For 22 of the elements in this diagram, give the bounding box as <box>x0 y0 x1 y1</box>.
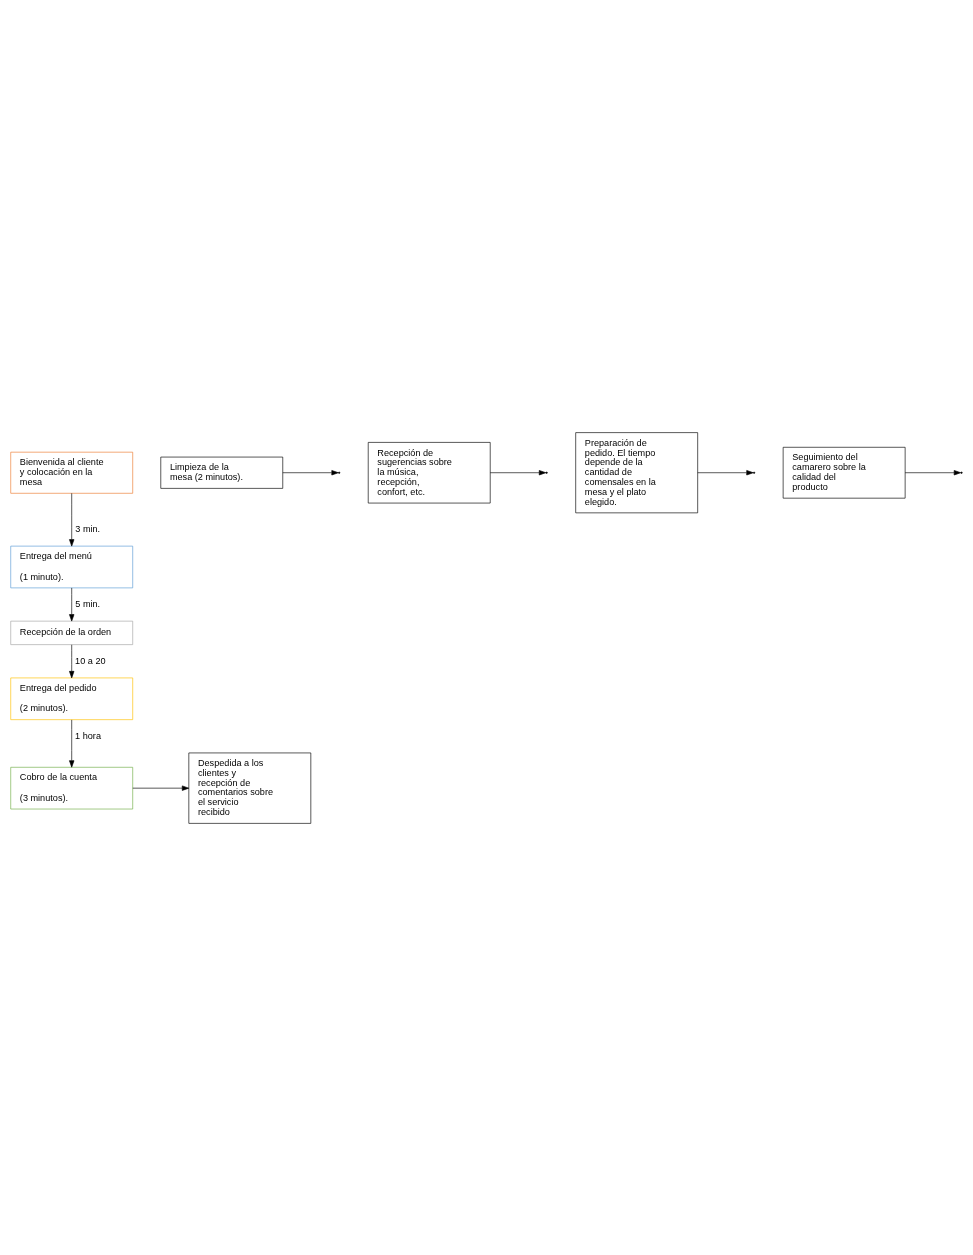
arrow <box>489 469 547 475</box>
node-box: Entrega del menú (1 minuto). <box>10 545 134 588</box>
node-box: Limpieza de la mesa (2 minutos). <box>160 456 284 489</box>
arrow <box>69 587 75 621</box>
node-box: Bienvenida al cliente y colocación en la mesa <box>10 451 134 494</box>
edge-label: 5 min. <box>75 598 101 609</box>
arrow <box>904 469 962 475</box>
node-box: Entrega del pedido (2 minutos). <box>10 677 134 720</box>
node-box: Cobro de la cuenta (3 minutos). <box>10 766 134 809</box>
arrow <box>69 492 75 546</box>
node-box: Recepción de la orden <box>10 620 134 645</box>
arrow <box>132 785 190 791</box>
node-box: Seguimiento del camarero sobre la calidad del producto <box>782 446 906 498</box>
arrow <box>69 719 75 767</box>
node-box: Preparación de pedido. El tiempo depende de la cantidad de comensales en la mesa y el plato elegido. <box>575 431 698 513</box>
node-box: Despedida a los clientes y recepción de comentarios sobre el servicio recibido <box>188 752 312 824</box>
edge-label: 10 a 20 <box>75 655 106 666</box>
node-box: Recepción de sugerencias sobre la música, recepción, confort, etc. <box>367 441 491 503</box>
arrow <box>282 469 339 475</box>
arrow <box>69 643 75 678</box>
edge-label: 3 min. <box>75 523 101 534</box>
edge-label: 1 hora <box>75 730 102 741</box>
